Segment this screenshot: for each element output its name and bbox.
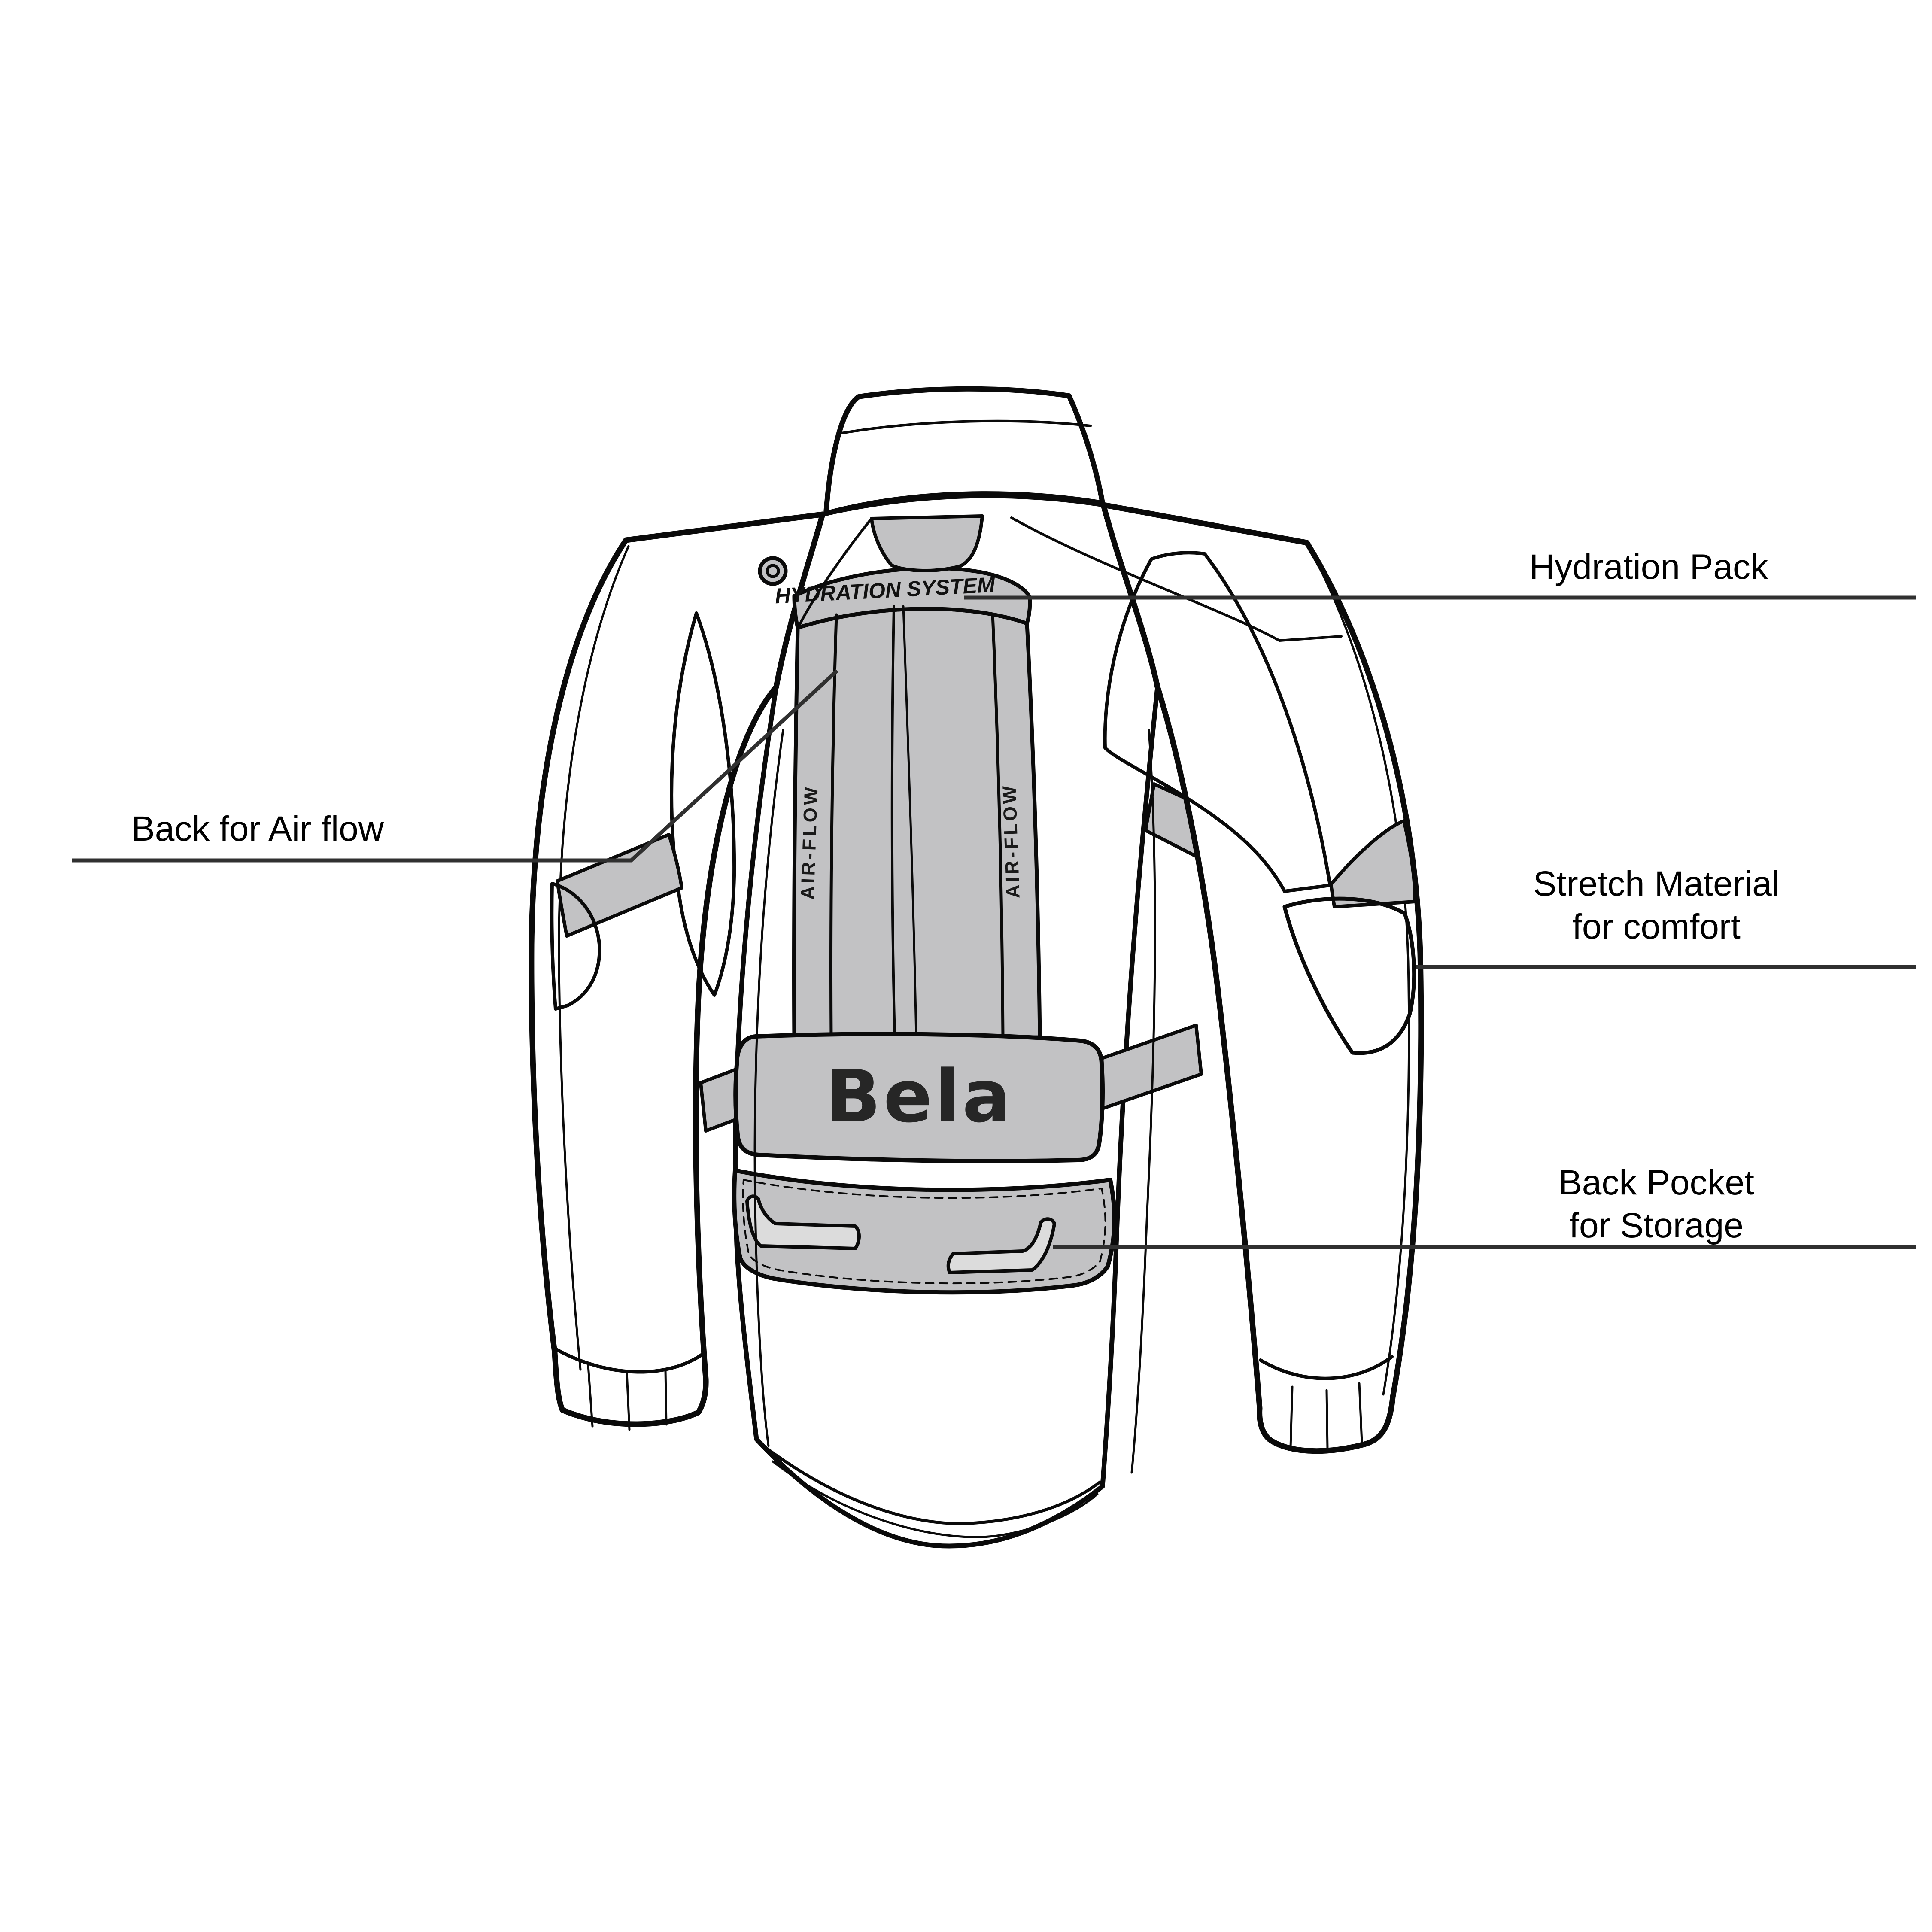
callout-label-stretch-line1: Stretch Material <box>1533 864 1780 903</box>
body-side-seam-left <box>753 729 784 1447</box>
airflow-strip-line-left <box>829 613 838 1041</box>
airflow-label-left: AIR-FLOW <box>797 784 822 900</box>
raglan-seam-right-extension <box>1010 516 1343 642</box>
brand-logo: Bela <box>826 1054 1014 1139</box>
callout-label-pocket-line2: for Storage <box>1569 1206 1744 1245</box>
callout-label-stretch-line2: for comfort <box>1572 907 1741 946</box>
vent-grommet-inner <box>766 564 780 578</box>
airflow-label-right: AIR-FLOW <box>999 783 1024 899</box>
callout-back-pocket: Back Pocket for Storage <box>1053 1163 1916 1249</box>
callout-hydration-pack: Hydration Pack <box>964 547 1916 600</box>
arm-band-gray-right <box>1329 819 1417 908</box>
pocket-stitch-line <box>742 1179 1106 1285</box>
sleeve-left-seam <box>558 545 630 1371</box>
sleeve-right-seam <box>1309 548 1410 1396</box>
callout-label-airflow: Back for Air flow <box>131 809 384 848</box>
pocket-vent-slot-right <box>946 1217 1056 1274</box>
elbow-stretch-patch-left <box>550 882 601 1011</box>
sleeve-right <box>1100 502 1424 1454</box>
cuff-seam-left <box>554 1347 707 1374</box>
callout-label-pocket-line1: Back Pocket <box>1558 1163 1754 1202</box>
callout-back-airflow: Back for Air flow <box>72 669 839 863</box>
cuff-lines-left <box>587 1364 668 1431</box>
hem-inner-line-2 <box>772 1460 1099 1538</box>
cuff-lines-right <box>1289 1382 1363 1450</box>
callout-stretch-material: Stretch Material for comfort <box>1416 864 1916 969</box>
back-panel-center-seam-b <box>902 605 917 1039</box>
shoulder-vent-crescent-left <box>670 611 736 997</box>
neck-vent <box>870 514 984 573</box>
collar <box>823 386 1105 516</box>
sleeve-left <box>529 511 826 1427</box>
cuff-seam-right <box>1259 1355 1394 1380</box>
collar-seam <box>838 419 1092 435</box>
airflow-strip-line-right <box>991 612 1005 1040</box>
logo-panel <box>733 1032 1105 1163</box>
back-panel-center-seam-a <box>890 605 896 1040</box>
shoulder-strap-right-striped <box>1103 551 1332 893</box>
callout-label-hydration: Hydration Pack <box>1529 547 1768 586</box>
raglan-seam-left <box>798 518 872 626</box>
body-side-seam-right <box>1130 729 1156 1474</box>
elbow-stretch-patch-right <box>1282 896 1416 1055</box>
hem-inner-line-1 <box>757 1441 1102 1525</box>
leader-line-airflow <box>72 669 839 863</box>
